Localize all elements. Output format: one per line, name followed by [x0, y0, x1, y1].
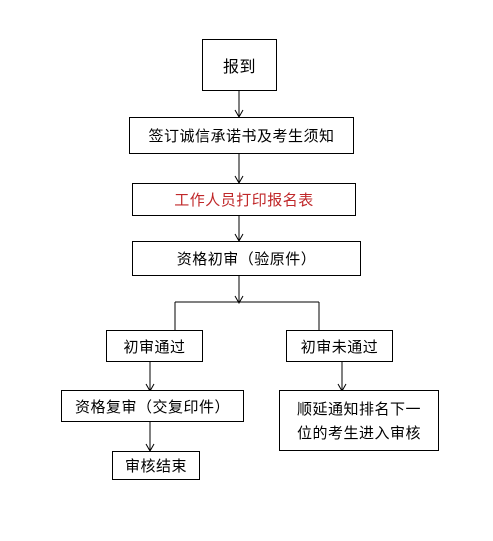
- step-re-review: 资格复审（交复印件）: [61, 390, 244, 422]
- step-report-label: 报到: [222, 57, 256, 76]
- arrowhead-review-down: [234, 295, 244, 305]
- step-review-pass: 初审通过: [106, 330, 203, 362]
- step-sign-pledge-label: 签订诚信承诺书及考生须知: [148, 127, 335, 145]
- step-defer-next: 顺延通知排名下一 位的考生进入审核: [279, 390, 439, 451]
- step-review-fail: 初审未通过: [286, 330, 393, 362]
- step-defer-next-line1: 顺延通知排名下一: [296, 399, 421, 418]
- step-re-review-label: 资格复审（交复印件）: [74, 397, 230, 416]
- step-review-fail-label: 初审未通过: [300, 337, 379, 356]
- step-review-end: 审核结束: [112, 451, 200, 480]
- step-initial-review: 资格初审（验原件）: [132, 241, 361, 276]
- step-print-form-label: 工作人员打印报名表: [174, 191, 314, 209]
- step-defer-next-line2: 位的考生进入审核: [296, 423, 421, 442]
- step-review-pass-label: 初审通过: [123, 337, 186, 356]
- step-print-form: 工作人员打印报名表: [132, 183, 356, 216]
- step-report: 报到: [202, 39, 277, 91]
- step-initial-review-label: 资格初审（验原件）: [176, 250, 317, 268]
- step-review-end-label: 审核结束: [124, 457, 187, 475]
- step-sign-pledge: 签订诚信承诺书及考生须知: [129, 117, 354, 154]
